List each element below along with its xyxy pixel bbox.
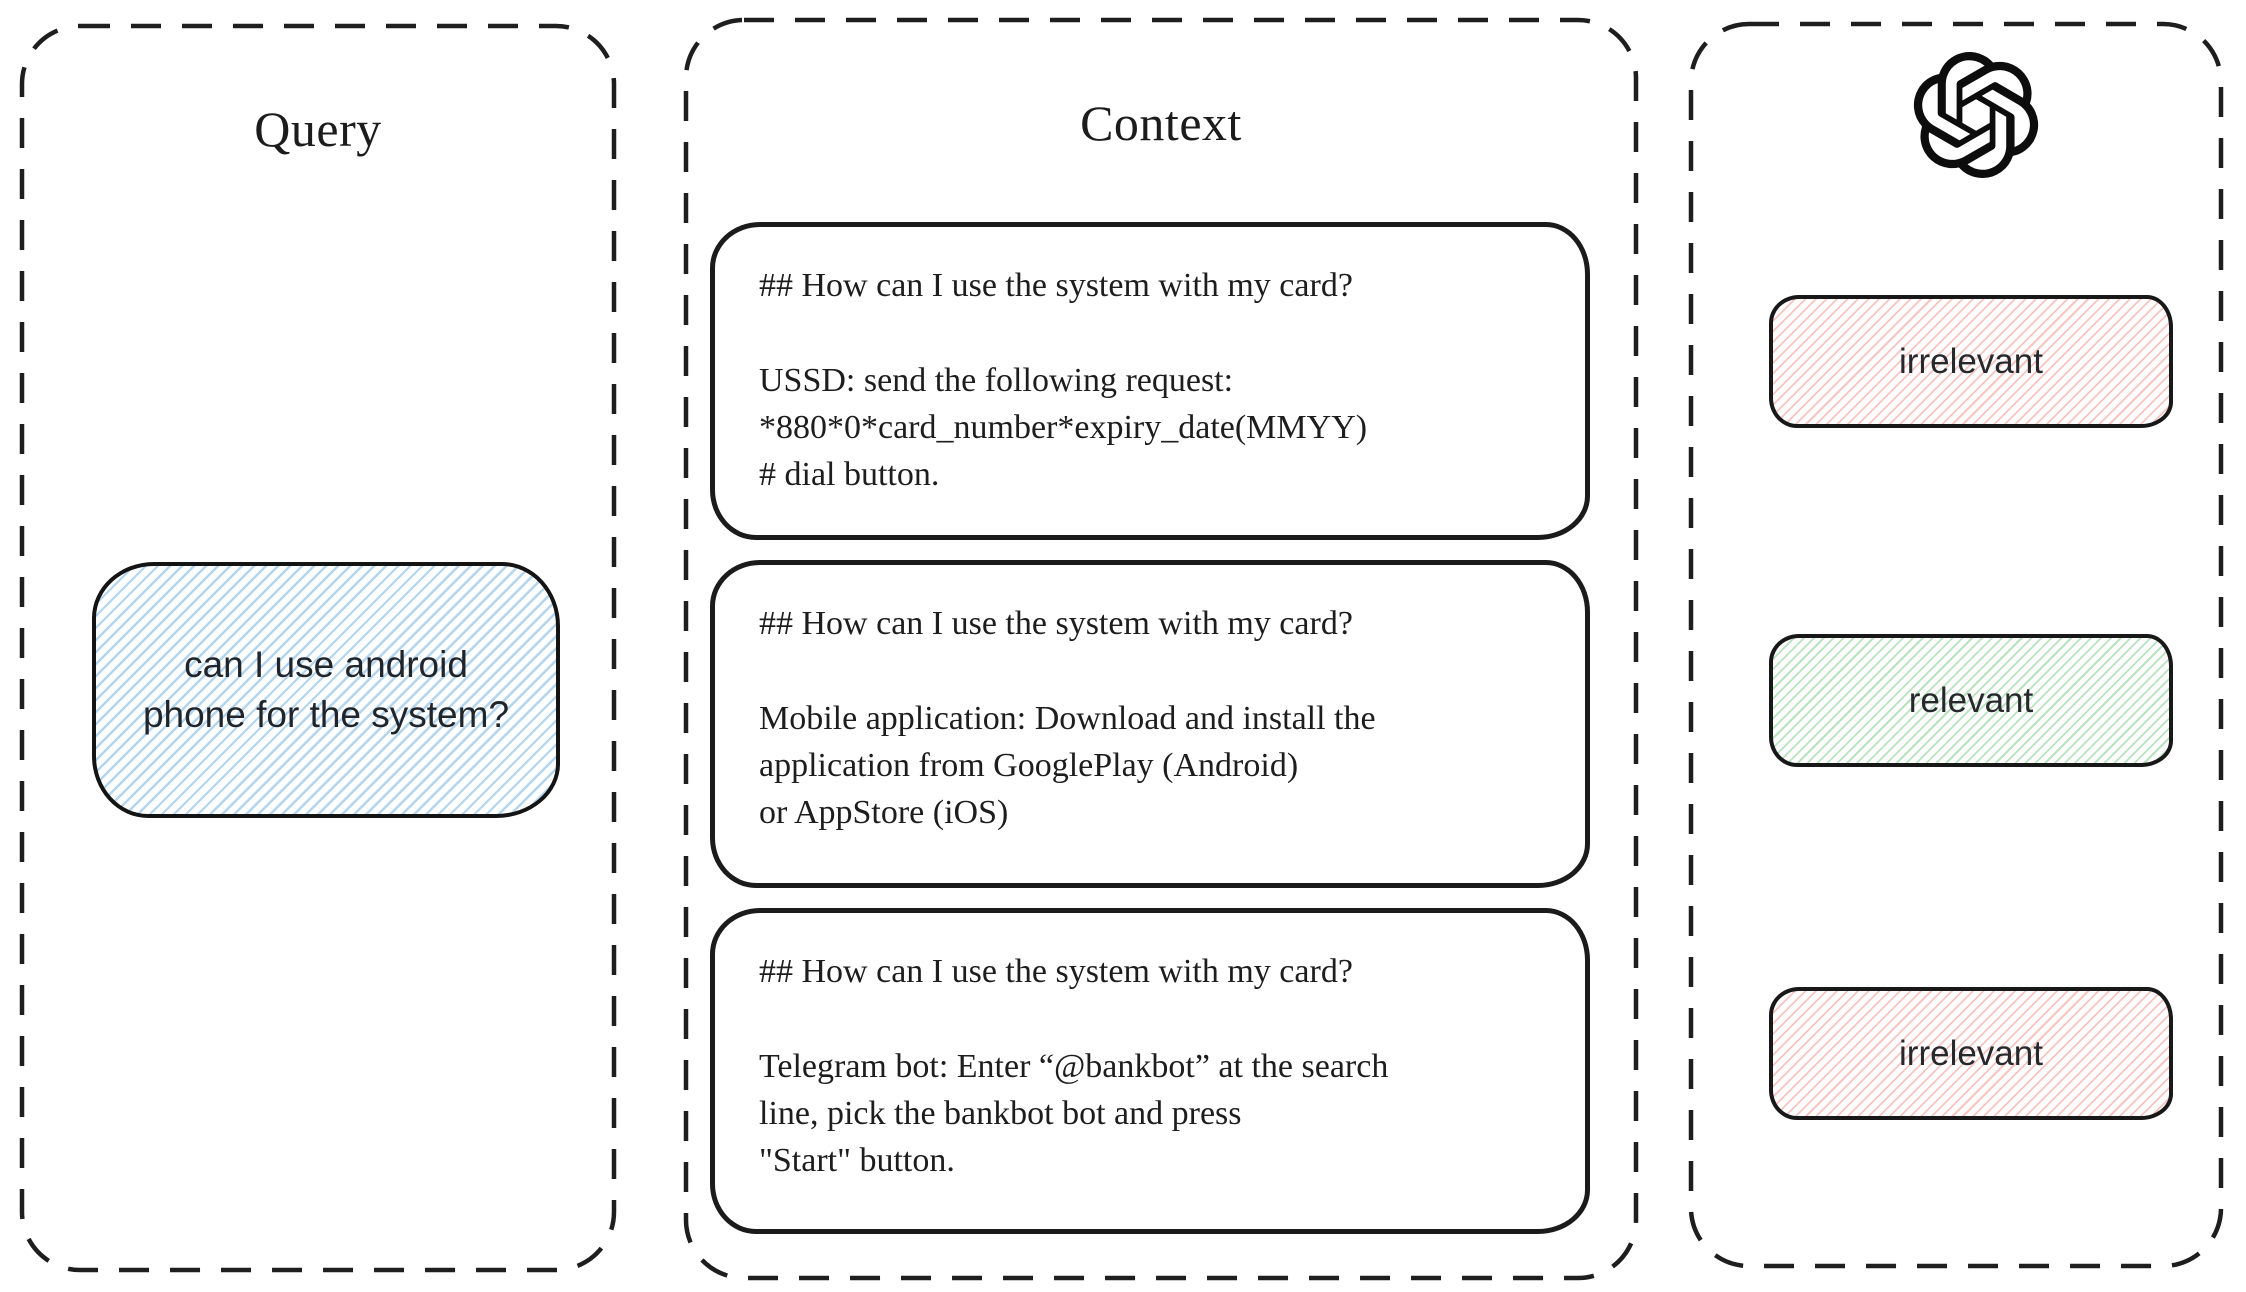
context-card-telegram-bot: ## How can I use the system with my card… [710,908,1590,1234]
verdict-badge-relevant: relevant [1769,634,2173,767]
context-card-heading: ## How can I use the system with my card… [759,605,1353,642]
context-card-heading: ## How can I use the system with my card… [759,953,1353,990]
context-panel: Context ## How can I use the system with… [682,16,1640,1282]
query-panel-title: Query [254,101,382,157]
context-card-mobile-app: ## How can I use the system with my card… [710,560,1590,888]
context-card-body: USSD: send the following request: *880*0… [759,361,1368,493]
verdict-badge-irrelevant: irrelevant [1769,295,2173,428]
context-card-body: Telegram bot: Enter “@bankbot” at the se… [759,1047,1389,1179]
context-panel-title: Context [1080,95,1242,151]
context-card-heading: ## How can I use the system with my card… [759,267,1353,304]
context-card-body: Mobile application: Download and install… [759,699,1376,831]
openai-logo-icon [1913,52,2039,178]
context-card-ussd: ## How can I use the system with my card… [710,222,1590,540]
query-bubble: can I use android phone for the system? [92,562,560,818]
results-panel: irrelevant relevant irrelevant [1687,20,2225,1270]
query-panel: Query can I use android phone for the sy… [18,22,618,1274]
verdict-badge-irrelevant: irrelevant [1769,987,2173,1120]
query-text: can I use android phone for the system? [142,644,510,735]
